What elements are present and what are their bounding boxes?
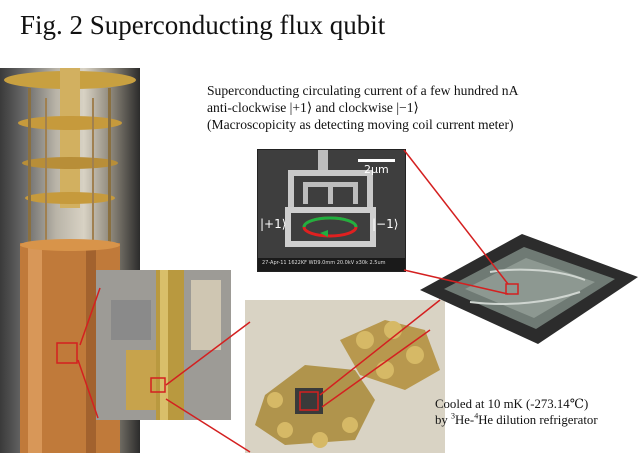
description-line-1: Superconducting circulating current of a… <box>207 83 519 98</box>
he4-superscript: 4 <box>474 411 479 421</box>
dilution-refrigerator-photo <box>0 68 140 453</box>
sem-info-bar: 27-Apr-11 1622KF WD9.0mm 20.0kV x30k 2.5… <box>262 260 386 266</box>
he3-superscript: 3 <box>451 411 455 421</box>
description-line-3: (Macroscopicity as detecting moving coil… <box>207 117 514 132</box>
qubit-description: Superconducting circulating current of a… <box>207 82 518 133</box>
cooling-caption: Cooled at 10 mK (-273.14℃) by 3He-4He di… <box>435 396 598 428</box>
qubit-chip-photo <box>410 232 640 347</box>
sem-micrograph: 2μm |+1⟩ |−1⟩ 27-Apr-11 1622KF WD9.0mm 2… <box>257 149 406 272</box>
cooling-line-2: by 3He-4He dilution refrigerator <box>435 411 598 427</box>
he3-text: He- <box>455 413 475 427</box>
he4-text: He dilution refrigerator <box>478 413 598 427</box>
state-minus-label: |−1⟩ <box>372 217 399 231</box>
scale-label: 2μm <box>364 163 389 176</box>
description-line-2: anti-clockwise |+1⟩ and clockwise |−1⟩ <box>207 100 419 115</box>
state-plus-label: |+1⟩ <box>260 217 287 231</box>
sample-stage-photo <box>96 270 231 420</box>
cooling-line-1: Cooled at 10 mK (-273.14℃) <box>435 397 589 411</box>
scale-bar <box>358 159 395 162</box>
figure-title: Fig. 2 Superconducting flux qubit <box>20 10 386 40</box>
